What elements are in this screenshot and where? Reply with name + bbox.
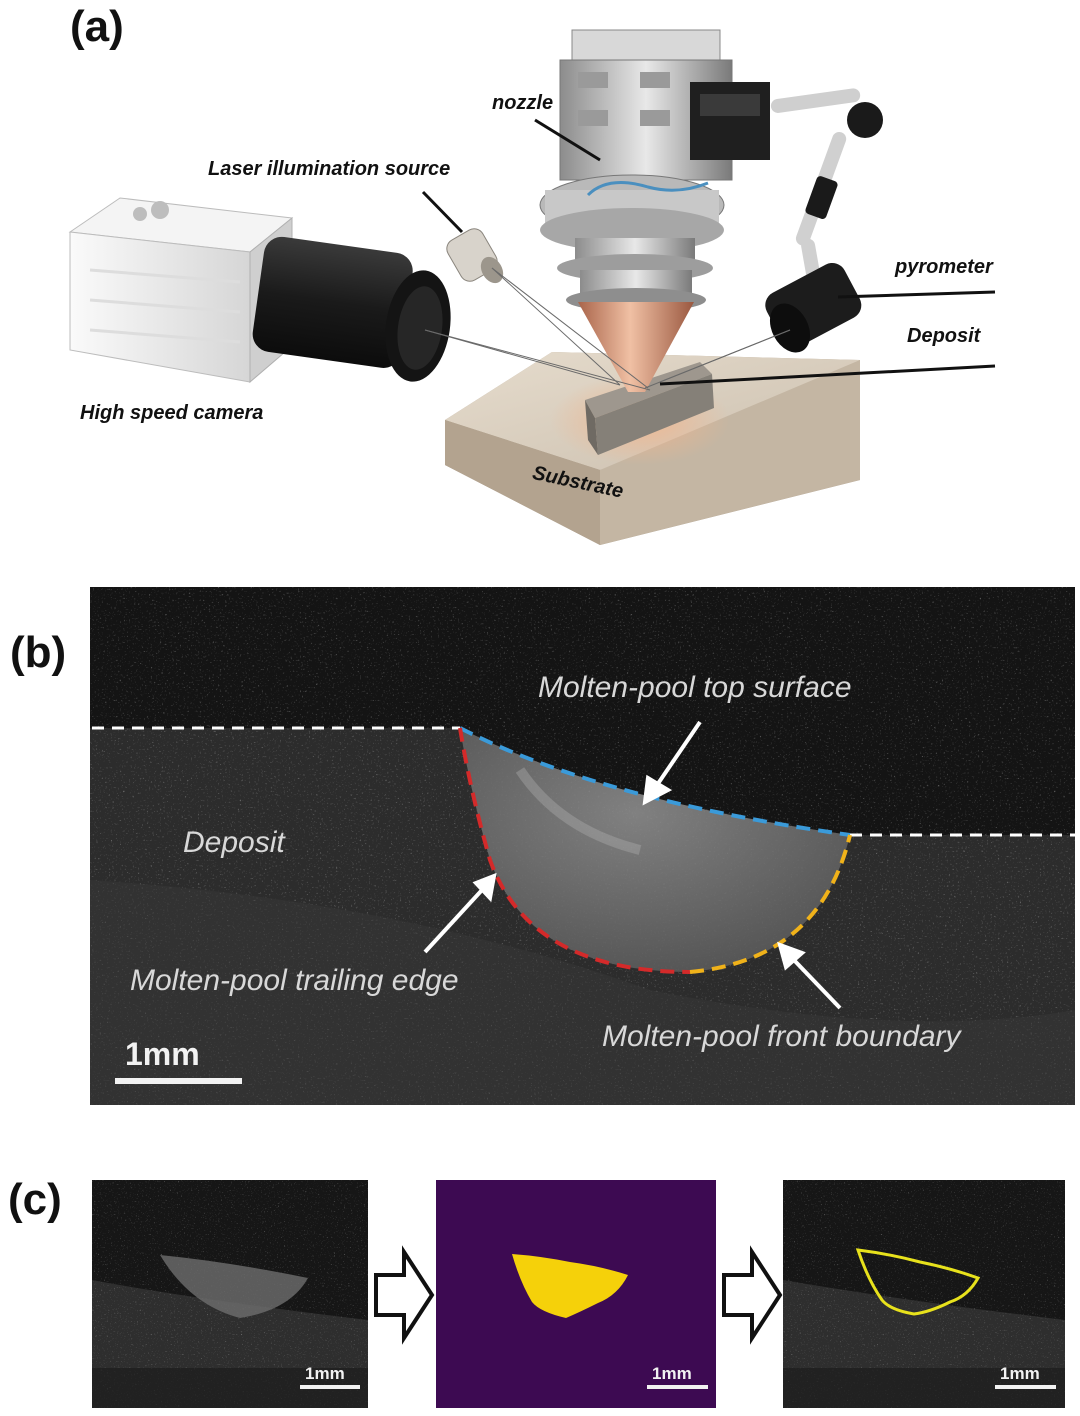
annotation-arrows	[423, 720, 842, 1010]
pyrometer-arm	[765, 88, 883, 353]
arrow-mask-to-overlay	[722, 1245, 783, 1345]
nozzle-head	[539, 29, 770, 392]
top-surface-boundary	[459, 726, 851, 837]
panel-c-label: (c)	[8, 1175, 62, 1224]
panel-b-label: (b)	[10, 628, 67, 677]
camera-callout: High speed camera	[80, 402, 264, 424]
nozzle-callout: nozzle	[492, 92, 554, 114]
pyrometer-callout: pyrometer	[895, 256, 993, 278]
scale-label-c3: 1mm	[1000, 1364, 1040, 1383]
overlay-frame	[783, 1180, 1065, 1408]
panel-a-label: (a)	[70, 2, 124, 51]
scale-label-c1: 1mm	[305, 1364, 345, 1383]
callout-leaders	[421, 118, 996, 386]
scale-label-b: 1mm	[125, 1036, 200, 1072]
laser-source-callout: Laser illumination source	[208, 158, 451, 180]
reference-lines	[92, 726, 1075, 837]
am-setup-illustration	[68, 29, 996, 545]
deposit-label-b: Deposit	[183, 826, 285, 859]
laser-illumination-source	[446, 228, 504, 284]
trailing-edge-label: Molten-pool trailing edge	[130, 964, 459, 997]
molten-pool-image	[90, 587, 1075, 1105]
mask-frame	[436, 1180, 716, 1408]
front-boundary-label: Molten-pool front boundary	[602, 1020, 961, 1053]
scale-label-c2: 1mm	[652, 1364, 692, 1383]
arrow-raw-to-mask	[374, 1245, 435, 1345]
optical-paths	[424, 267, 791, 391]
raw-frame	[92, 1180, 368, 1408]
high-speed-camera	[68, 197, 451, 384]
front-boundary	[689, 834, 852, 974]
deposit-callout-a: Deposit	[907, 325, 981, 347]
trailing-edge-boundary	[458, 727, 691, 974]
top-surface-label: Molten-pool top surface	[538, 671, 852, 704]
